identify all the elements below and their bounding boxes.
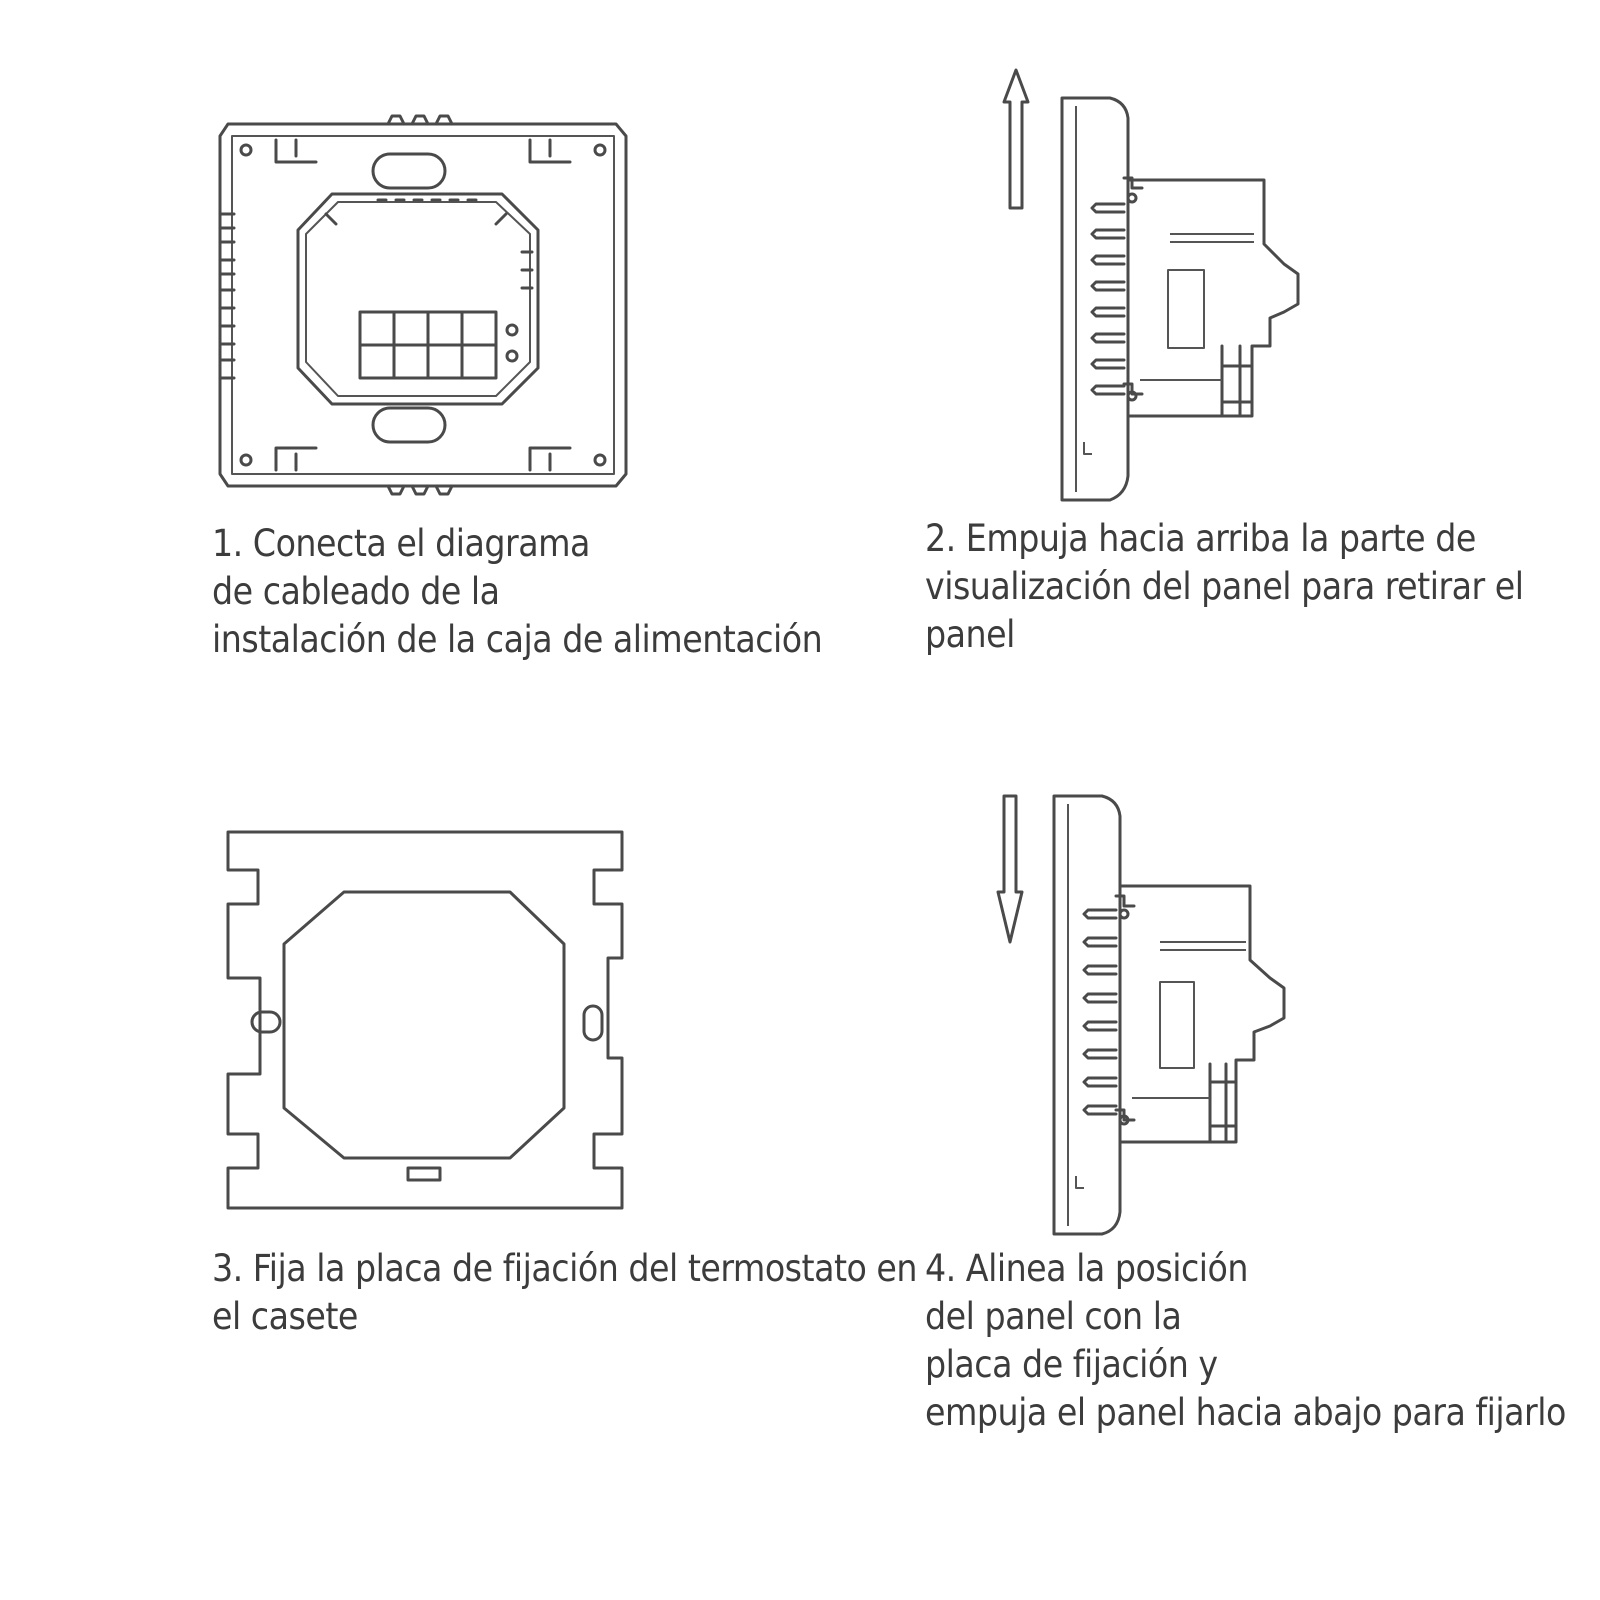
step-2-caption: 2. Empuja hacia arriba la parte de visua… (925, 515, 1524, 659)
arrow-down-icon (996, 794, 1024, 944)
step-3-figure (222, 828, 632, 1218)
arrow-up-icon (1002, 68, 1030, 210)
mounting-plate-icon (226, 830, 624, 1210)
caption-line: 1. Conecta el diagrama (212, 522, 590, 565)
panel-side-push-down-icon (996, 794, 1286, 1236)
caption-line: instalación de la caja de alimentación (212, 618, 823, 661)
step-4-caption: 4. Alinea la posición del panel con la p… (925, 1245, 1566, 1437)
caption-line: 3. Fija la placa de fijación del termost… (212, 1247, 918, 1290)
caption-line: visualización del panel para retirar el (925, 565, 1524, 608)
step-1-figure (218, 114, 628, 496)
panel-side-push-up-icon (1002, 68, 1300, 502)
caption-line: 4. Alinea la posición (925, 1247, 1248, 1290)
caption-line: de cableado de la (212, 570, 500, 613)
step-1-caption: 1. Conecta el diagrama de cableado de la… (212, 520, 823, 664)
caption-line: del panel con la (925, 1295, 1182, 1338)
caption-line: empuja el panel hacia abajo para fijarlo (925, 1391, 1566, 1434)
caption-line: 2. Empuja hacia arriba la parte de (925, 517, 1476, 560)
back-plate-wiring-icon (218, 114, 628, 496)
caption-line: el casete (212, 1295, 358, 1338)
caption-line: placa de fijación y (925, 1343, 1218, 1386)
step-2-figure (1000, 66, 1310, 506)
step-4-figure (996, 792, 1296, 1242)
caption-line: panel (925, 613, 1015, 656)
step-3-caption: 3. Fija la placa de fijación del termost… (212, 1245, 918, 1341)
